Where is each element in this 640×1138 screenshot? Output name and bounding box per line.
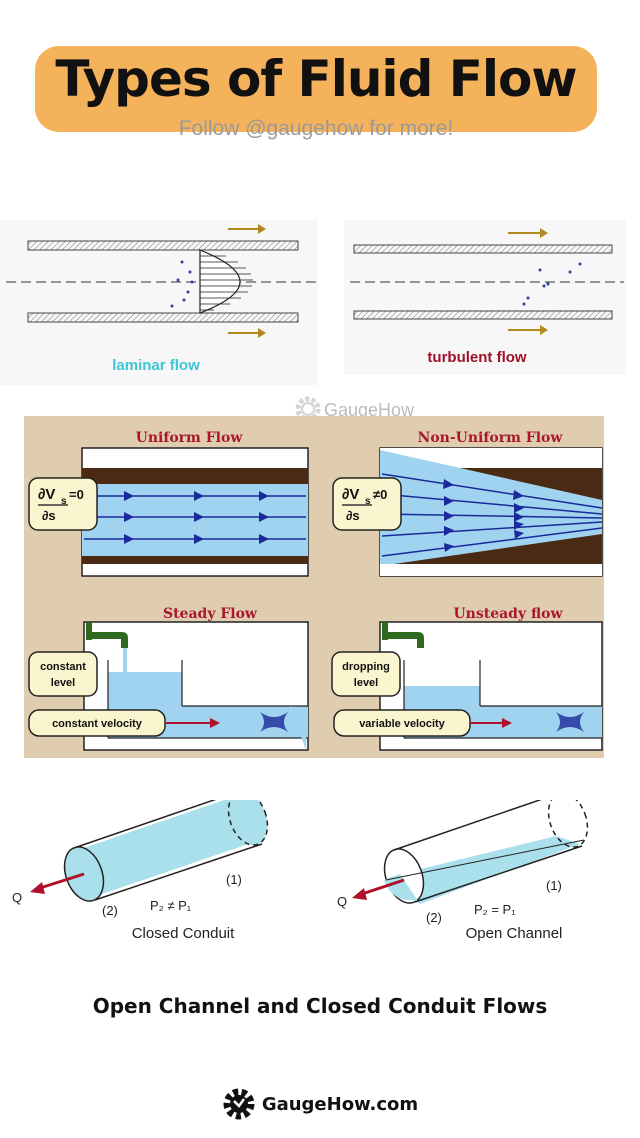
unsteady-vena-contracta	[556, 712, 584, 732]
steady-level-line1: constant	[40, 661, 86, 673]
uniform-formula-numerator: ∂V	[38, 486, 55, 503]
nonuniform-formula-sub: s	[365, 496, 371, 507]
unsteady-level-line1: dropping	[342, 661, 390, 673]
laminar-particles	[170, 260, 194, 308]
uniform-formula-relation: =0	[69, 487, 84, 502]
uniform-arrowheads	[124, 491, 269, 544]
turbulent-panel: turbulent flow	[344, 220, 626, 375]
steady-vena-contracta	[260, 712, 288, 732]
unsteady-velocity-callout: variable velocity	[333, 709, 471, 737]
closed-conduit-label: Closed Conduit	[132, 925, 235, 942]
steady-level-line2: level	[51, 677, 75, 689]
gear-icon	[223, 1088, 255, 1120]
open-channel-end-1	[547, 800, 589, 848]
footer: GaugeHow.com	[0, 1086, 640, 1122]
nonuniform-flow-diagram: Non-Uniform Flow ∂V s ≠0 ∂s	[332, 430, 603, 577]
open-channel-diagram: Q (1) (2) P₂ = P₁ Open Channel	[337, 800, 589, 942]
open-channel-end1-label: (1)	[546, 878, 562, 893]
open-channel-free-surface	[385, 839, 585, 881]
nonuniform-streamlines	[381, 473, 603, 557]
conduit-channel-diagram: Q (1) (2) P₂ ≠ P₁ Closed Conduit Q (1) (…	[12, 800, 589, 942]
unsteady-flow-title: Unsteady flow	[453, 606, 563, 622]
closed-conduit-diagram: Q (1) (2) P₂ ≠ P₁ Closed Conduit	[12, 800, 269, 942]
laminar-bottom-wall	[27, 312, 299, 323]
uniform-formula-box: ∂V s =0 ∂s	[28, 477, 98, 531]
unsteady-velocity-label: variable velocity	[359, 718, 445, 730]
nonuniform-flow-title: Non-Uniform Flow	[418, 430, 564, 446]
closed-conduit-end2-label: (2)	[102, 903, 118, 918]
steady-velocity-callout: constant velocity	[28, 709, 166, 737]
closed-conduit-end1-label: (1)	[226, 872, 242, 887]
bottom-caption: Open Channel and Closed Conduit Flows	[92, 994, 548, 1018]
follow-watermark: Follow @gaugehow for more!	[178, 117, 454, 140]
steady-tap-spout	[90, 632, 128, 648]
open-channel-label: Open Channel	[466, 925, 563, 942]
nonuniform-formula-numerator: ∂V	[342, 486, 359, 503]
steady-tap-icon	[86, 622, 92, 640]
unsteady-level-line2: level	[354, 677, 378, 689]
laminar-profile-lines	[200, 255, 253, 311]
closed-conduit-flow-arrow	[30, 872, 85, 894]
laminar-panel: laminar flow	[0, 220, 318, 385]
open-channel-end2-label: (2)	[426, 910, 442, 925]
turbulent-label: turbulent flow	[427, 349, 526, 366]
steady-flow-diagram: Steady Flow constant level constant velo…	[28, 606, 309, 751]
open-channel-flow-arrow	[352, 878, 405, 900]
open-channel-q: Q	[337, 894, 347, 909]
nonuniform-formula-denominator: ∂s	[346, 508, 360, 523]
nonuniform-formula-relation: ≠0	[373, 487, 387, 502]
uniform-flow-diagram: Uniform Flow ∂V s =0 ∂s	[28, 430, 309, 577]
steady-velocity-label: constant velocity	[52, 718, 143, 730]
title-banner	[35, 46, 597, 132]
footer-text: GaugeHow.com	[261, 1093, 419, 1115]
closed-conduit-end-1	[227, 800, 269, 846]
laminar-flow-arrow-top	[228, 224, 266, 234]
page-title: Types of Fluid Flow	[55, 50, 577, 108]
turbulent-top-wall	[353, 244, 613, 254]
open-channel-pressure: P₂ = P₁	[474, 902, 516, 917]
turbulent-flow-arrow-bottom	[508, 325, 548, 335]
unsteady-tap-icon	[382, 622, 388, 640]
closed-conduit-q: Q	[12, 890, 22, 905]
unsteady-tap-spout	[386, 632, 424, 648]
steady-level-callout: constant level	[28, 651, 98, 697]
steady-velocity-arrow	[165, 718, 220, 728]
steady-tap-stream	[123, 648, 127, 674]
turbulent-flow-arrow-top	[508, 228, 548, 238]
steady-outlet-jet	[290, 706, 307, 750]
laminar-turbulent-diagram: laminar flow turbulent flow	[0, 220, 626, 385]
turbulent-particles	[522, 262, 582, 306]
unsteady-level-callout: dropping level	[331, 651, 401, 697]
steady-flow-title: Steady Flow	[163, 606, 258, 622]
flow-types-panel: Uniform Flow ∂V s =0 ∂s Non-Uniform Flow	[24, 416, 604, 758]
watermark-text: GaugeHow	[324, 400, 415, 420]
unsteady-flow-diagram: Unsteady flow dropping level variable ve…	[331, 606, 603, 751]
nonuniform-formula-box: ∂V s ≠0 ∂s	[332, 477, 402, 531]
laminar-top-wall	[27, 240, 299, 251]
uniform-formula-denominator: ∂s	[42, 508, 56, 523]
unsteady-velocity-arrow	[470, 718, 512, 728]
closed-conduit-pressure: P₂ ≠ P₁	[150, 898, 192, 913]
uniform-flow-title: Uniform Flow	[136, 430, 244, 446]
laminar-label: laminar flow	[112, 357, 200, 374]
uniform-formula-sub: s	[61, 496, 67, 507]
nonuniform-arrowheads	[443, 479, 524, 552]
laminar-flow-arrow-bottom	[228, 328, 266, 338]
turbulent-bottom-wall	[353, 310, 613, 320]
